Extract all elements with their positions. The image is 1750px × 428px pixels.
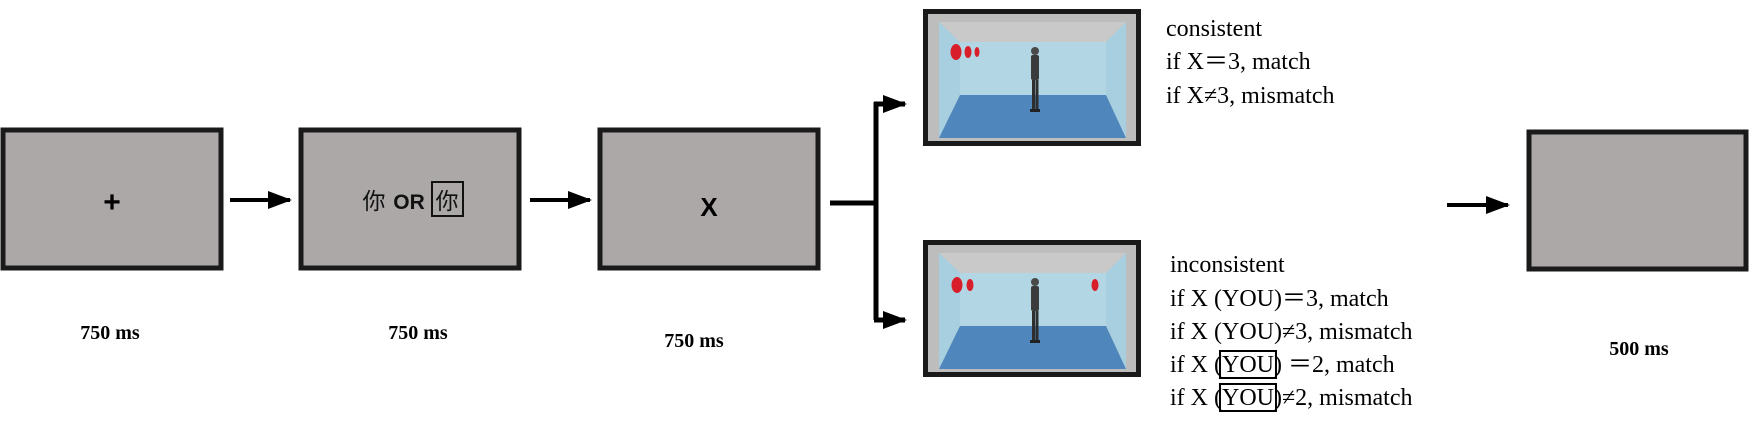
inconsistent-rule-line: if X (YOU)≠3, mismatch — [1170, 319, 1412, 345]
rule-you-word: YOU — [1222, 352, 1274, 378]
rule-suffix: )≠2, mismatch — [1274, 385, 1412, 411]
target-symbol: X — [700, 192, 718, 222]
cue-or-text: OR — [393, 191, 425, 214]
cue-self-box — [431, 181, 464, 217]
rule-prefix: if X ( — [1170, 319, 1222, 345]
consistent-rule-match: if X＝3, match — [1166, 49, 1311, 75]
rule-prefix: if X ( — [1170, 352, 1222, 378]
red-disc — [1091, 279, 1099, 291]
target-screen: X — [597, 127, 821, 271]
inconsistent-rule-line: if X (YOU)≠2, mismatch — [1170, 385, 1412, 411]
red-disc — [974, 47, 980, 57]
red-disc — [951, 277, 963, 293]
fixation-cross: + — [103, 186, 121, 219]
inconsistent-rule-line: if X (YOU)＝3, match — [1170, 286, 1389, 312]
red-disc — [964, 46, 972, 58]
inconsistent-room-scene — [923, 240, 1141, 377]
cue-screen: 你 OR 你 — [298, 127, 522, 271]
consistent-rules: consistent if X＝3, match if X≠3, mismatc… — [1166, 16, 1334, 109]
inconsistent-title: inconsistent — [1170, 252, 1285, 278]
consistent-rule-mismatch: if X≠3, mismatch — [1166, 83, 1334, 109]
rule-suffix: ) ＝2, match — [1274, 352, 1395, 378]
consistent-room-scene — [923, 9, 1141, 146]
blank-screen — [1526, 129, 1749, 272]
rule-you-word: YOU — [1222, 286, 1274, 312]
red-disc — [966, 279, 974, 291]
rule-you-word: YOU — [1222, 385, 1274, 411]
fixation-duration: 750 ms — [80, 322, 140, 344]
consistent-title: consistent — [1166, 16, 1262, 42]
you-highlight-box — [1218, 350, 1277, 379]
rule-you-word: YOU — [1222, 319, 1274, 345]
red-disc — [950, 44, 962, 60]
fixation-screen: + — [0, 127, 224, 271]
cue-duration: 750 ms — [388, 322, 448, 344]
rule-suffix: )≠3, mismatch — [1274, 319, 1412, 345]
avatar-figure — [1030, 47, 1040, 112]
branch-connector — [830, 95, 907, 329]
inconsistent-rule-line: if X (YOU) ＝2, match — [1170, 352, 1395, 378]
cue-char-boxed: 你 — [436, 189, 459, 215]
rule-suffix: )＝3, match — [1274, 286, 1389, 312]
avatar-figure — [1030, 278, 1040, 343]
cue-char-plain: 你 — [363, 189, 386, 215]
target-duration: 750 ms — [664, 330, 724, 352]
you-highlight-box — [1218, 383, 1277, 412]
blank-duration: 500 ms — [1609, 338, 1669, 360]
rule-prefix: if X ( — [1170, 286, 1222, 312]
rule-prefix: if X ( — [1170, 385, 1222, 411]
